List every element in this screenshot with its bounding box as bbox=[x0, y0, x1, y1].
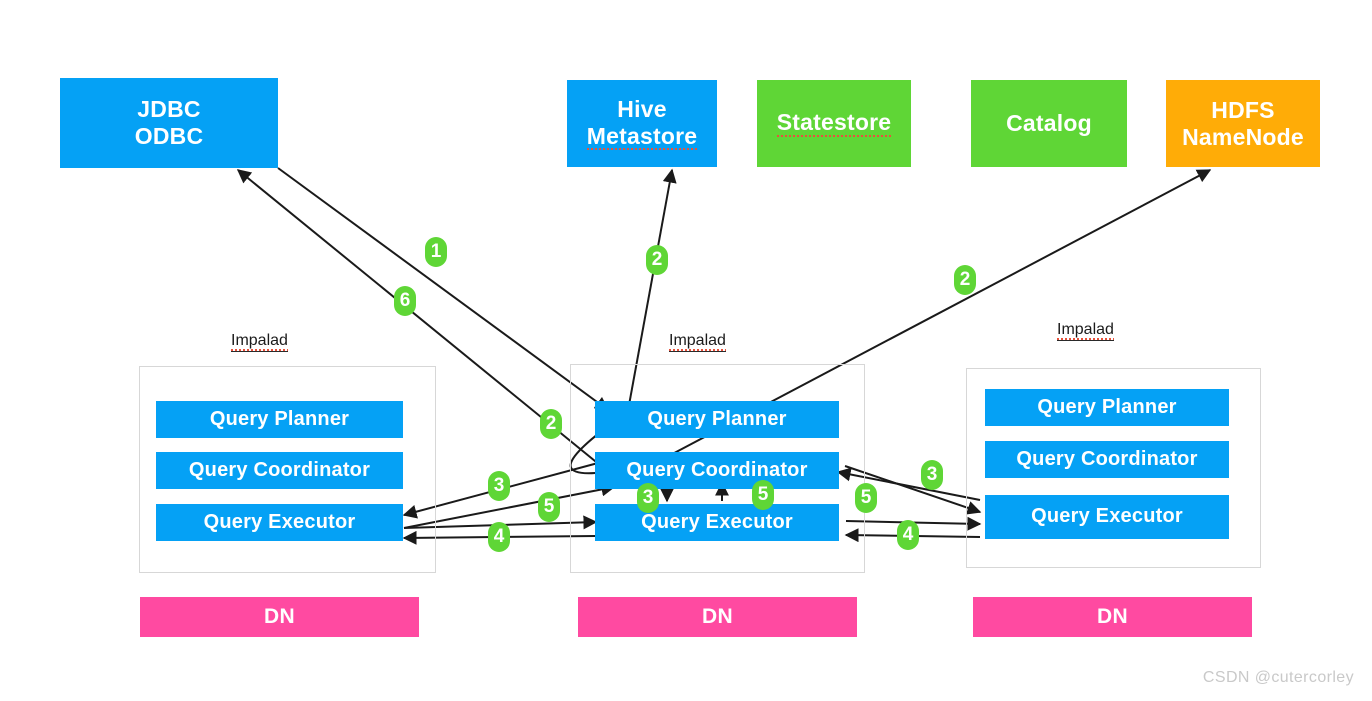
node-statestore-label: Statestore bbox=[776, 109, 892, 138]
node-jdbc-odbc-label: JDBC ODBC bbox=[134, 96, 204, 149]
step-badge-4-right: 4 bbox=[897, 520, 919, 550]
query-executor-right-label: Query Executor bbox=[1031, 505, 1183, 528]
step-badge-3-center: 3 bbox=[637, 483, 659, 513]
dn-left[interactable]: DN bbox=[140, 597, 419, 637]
dn-center[interactable]: DN bbox=[578, 597, 857, 637]
query-executor-center-label: Query Executor bbox=[641, 510, 793, 533]
query-planner-right-label: Query Planner bbox=[1037, 395, 1177, 418]
query-executor-left[interactable]: Query Executor bbox=[156, 504, 403, 541]
step-badge-5-left: 5 bbox=[538, 492, 560, 522]
impalad-left-label: Impalad bbox=[231, 332, 288, 352]
node-catalog[interactable]: Catalog bbox=[971, 80, 1127, 167]
query-coordinator-left[interactable]: Query Coordinator bbox=[156, 452, 403, 489]
node-hive-metastore[interactable]: Hive Metastore bbox=[567, 80, 717, 167]
query-coordinator-center-label: Query Coordinator bbox=[626, 458, 808, 481]
node-jdbc-odbc[interactable]: JDBC ODBC bbox=[60, 78, 278, 168]
step-badge-3-left: 3 bbox=[488, 471, 510, 501]
impalad-center-label: Impalad bbox=[669, 332, 726, 352]
step-badge-2-namenode: 2 bbox=[954, 265, 976, 295]
query-planner-center-label: Query Planner bbox=[647, 407, 787, 430]
dn-right-label: DN bbox=[1097, 604, 1128, 628]
step-badge-2-planner: 2 bbox=[540, 409, 562, 439]
query-executor-left-label: Query Executor bbox=[203, 510, 356, 533]
query-executor-right[interactable]: Query Executor bbox=[985, 495, 1229, 539]
impalad-right-label: Impalad bbox=[1057, 321, 1114, 341]
query-coordinator-left-label: Query Coordinator bbox=[188, 458, 371, 481]
node-catalog-label: Catalog bbox=[1006, 110, 1092, 137]
csdn-watermark: CSDN @cutercorley bbox=[1202, 669, 1354, 686]
query-coordinator-right-label: Query Coordinator bbox=[1016, 447, 1198, 470]
dn-right[interactable]: DN bbox=[973, 597, 1252, 637]
query-planner-left[interactable]: Query Planner bbox=[156, 401, 403, 438]
step-badge-4-left: 4 bbox=[488, 522, 510, 552]
query-coordinator-right[interactable]: Query Coordinator bbox=[985, 441, 1229, 478]
step-badge-6: 6 bbox=[394, 286, 416, 316]
node-hive-metastore-label: Hive Metastore bbox=[586, 95, 698, 152]
node-statestore[interactable]: Statestore bbox=[757, 80, 911, 167]
impalad-center-box bbox=[570, 364, 865, 573]
step-badge-5-center: 5 bbox=[752, 480, 774, 510]
step-badge-3-right: 3 bbox=[921, 460, 943, 490]
step-badge-2-metastore: 2 bbox=[646, 245, 668, 275]
query-coordinator-center[interactable]: Query Coordinator bbox=[595, 452, 839, 489]
node-hdfs-namenode-label: HDFS NameNode bbox=[1182, 96, 1304, 150]
query-planner-left-label: Query Planner bbox=[209, 407, 350, 430]
query-executor-center[interactable]: Query Executor bbox=[595, 504, 839, 541]
step-badge-1: 1 bbox=[425, 237, 447, 267]
query-planner-center[interactable]: Query Planner bbox=[595, 401, 839, 438]
dn-center-label: DN bbox=[702, 604, 733, 628]
impalad-right-box bbox=[966, 368, 1261, 568]
dn-left-label: DN bbox=[264, 604, 295, 628]
impalad-left-box bbox=[139, 366, 436, 573]
step-badge-5-right: 5 bbox=[855, 483, 877, 513]
query-planner-right[interactable]: Query Planner bbox=[985, 389, 1229, 426]
node-hdfs-namenode[interactable]: HDFS NameNode bbox=[1166, 80, 1320, 167]
